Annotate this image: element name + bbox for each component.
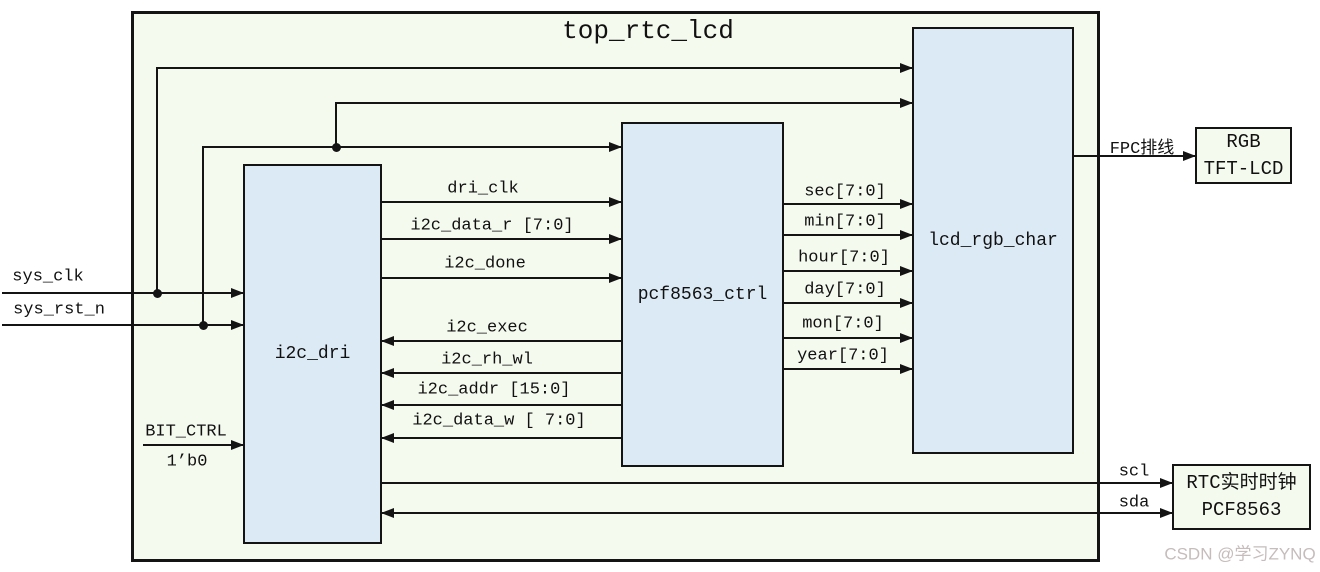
signal-label-year: year[7:0] [797, 346, 889, 366]
signal-label-scl: scl [1118, 462, 1150, 482]
wire-hour [783, 270, 913, 272]
signal-label-day: day[7:0] [804, 280, 886, 300]
wire-fpc [1073, 155, 1196, 157]
arrowhead [381, 368, 394, 378]
watermark: CSDN @学习ZYNQ [1164, 544, 1316, 564]
wire-sys-rst-n-to-lcd [335, 102, 913, 104]
external-box-line: PCF8563 [1201, 499, 1282, 521]
signal-label-sda: sda [1118, 493, 1150, 513]
arrowhead [609, 273, 622, 283]
wire-dri-clk [381, 201, 622, 203]
external-box-rgb-tft-lcd: RGB TFT-LCD [1195, 127, 1292, 184]
signal-label-hour: hour[7:0] [798, 248, 890, 268]
block-label: lcd_rgb_char [928, 230, 1058, 251]
junction-dot [332, 143, 341, 152]
wire-sec [783, 203, 913, 205]
wire-rst-lcd-riser [335, 102, 337, 148]
signal-label-i2c-data-r: i2c_data_r [7:0] [410, 216, 574, 236]
signal-label-sec: sec[7:0] [804, 182, 886, 202]
block-label: i2c_dri [274, 344, 351, 364]
wire-sys-clk-riser [156, 67, 158, 294]
block-label: pcf8563_ctrl [637, 284, 768, 305]
arrowhead [1160, 508, 1173, 518]
external-box-rtc-pcf8563: RTC实时时钟 PCF8563 [1172, 464, 1311, 530]
arrowhead [381, 400, 394, 410]
wire-day [783, 302, 913, 304]
arrowhead [609, 234, 622, 244]
arrowhead [900, 98, 913, 108]
arrowhead [231, 440, 244, 450]
signal-label-i2c-done: i2c_done [444, 254, 526, 274]
wire-sys-clk-to-lcd [156, 67, 913, 69]
arrowhead [1183, 151, 1196, 161]
wire-i2c-data-w [381, 437, 622, 439]
signal-label-i2c-addr: i2c_addr [15:0] [417, 380, 571, 400]
arrowhead [900, 333, 913, 343]
wire-bit-ctrl [143, 444, 244, 446]
arrowhead [609, 197, 622, 207]
arrowhead [381, 336, 394, 346]
external-box-line: RGB [1226, 130, 1261, 153]
arrowhead [231, 320, 244, 330]
signal-label-i2c-data-w: i2c_data_w [ 7:0] [412, 411, 586, 431]
arrowhead [1160, 478, 1173, 488]
wire-i2c-addr [381, 404, 622, 406]
signal-label-min: min[7:0] [804, 212, 886, 232]
arrowhead [381, 508, 394, 518]
wire-sda [381, 512, 1173, 514]
signal-label-bit-ctrl-value: 1’b0 [166, 452, 208, 472]
block-lcd-rgb-char: lcd_rgb_char [912, 27, 1074, 454]
block-i2c-dri: i2c_dri [243, 164, 382, 544]
signal-label-dri-clk: dri_clk [447, 179, 519, 199]
wire-mon [783, 337, 913, 339]
arrowhead [900, 230, 913, 240]
arrowhead [609, 142, 622, 152]
external-box-line: RTC实时时钟 [1186, 472, 1297, 495]
signal-label-i2c-rh-wl: i2c_rh_wl [441, 350, 533, 370]
wire-scl [381, 482, 1173, 484]
wire-sys-rst-n-in [2, 324, 244, 326]
arrowhead [900, 63, 913, 73]
arrowhead [231, 288, 244, 298]
signal-label-mon: mon[7:0] [802, 314, 884, 334]
signal-label-sys-clk: sys_clk [12, 267, 84, 287]
wire-i2c-done [381, 277, 622, 279]
junction-dot [153, 289, 162, 298]
arrowhead [900, 199, 913, 209]
signal-label-sys-rst-n: sys_rst_n [13, 300, 105, 320]
arrowhead [900, 364, 913, 374]
block-pcf8563-ctrl: pcf8563_ctrl [621, 122, 784, 467]
wire-i2c-exec [381, 340, 622, 342]
wire-i2c-rh-wl [381, 372, 622, 374]
wire-i2c-data-r [381, 238, 622, 240]
signal-label-bit-ctrl: BIT_CTRL [145, 422, 227, 442]
signal-label-fpc: FPC排线 [1109, 140, 1175, 159]
diagram-title: top_rtc_lcd [562, 16, 734, 46]
wire-year [783, 368, 913, 370]
wire-sys-rst-n-riser [202, 146, 204, 326]
signal-label-i2c-exec: i2c_exec [446, 318, 528, 338]
arrowhead [381, 433, 394, 443]
wire-sys-clk-in [2, 292, 244, 294]
junction-dot [199, 321, 208, 330]
arrowhead [900, 266, 913, 276]
external-box-line: TFT-LCD [1203, 157, 1284, 180]
wire-sys-rst-n-to-pcf [202, 146, 622, 148]
arrowhead [900, 298, 913, 308]
wire-min [783, 234, 913, 236]
